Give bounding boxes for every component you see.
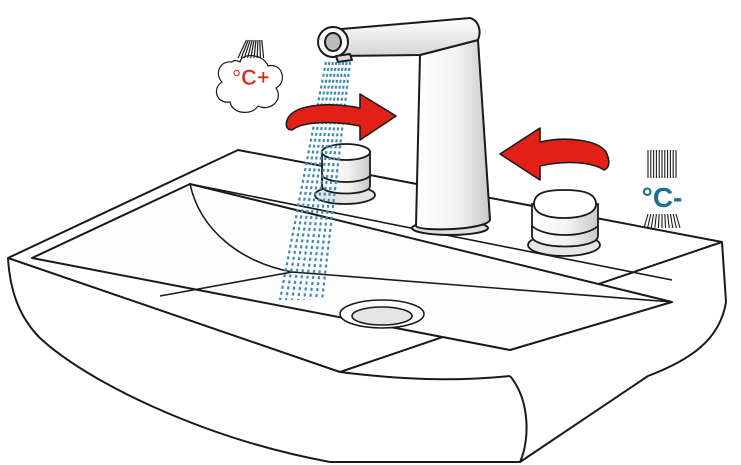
mist-line [647,213,652,229]
steam-cloud-icon [215,39,284,113]
cold-turn-arrow [499,127,610,181]
mist-line [669,213,674,229]
steam-line [247,39,253,59]
steam-line [243,39,251,59]
water-drop-line [308,61,345,301]
mist-line [675,213,681,229]
basin-front-curve [509,375,528,463]
mist-line [667,213,670,229]
cold-temp-label: °C- [642,182,683,213]
hot-indicator: °C+ [215,39,284,113]
cold-arrow-shape [499,127,610,181]
steam-line [256,39,259,59]
mist-line [672,213,677,229]
mist-line [657,213,660,229]
mist-line [650,213,655,229]
steam-line [253,39,257,59]
mist-line [654,213,657,229]
water-drop-line [296,61,338,301]
steam-line [240,39,249,59]
mist-line [664,213,667,229]
hot-turn-arrow [285,93,397,141]
water-stream [278,61,352,301]
water-drop-line [314,61,348,301]
water-drop-line [320,61,352,301]
steam-line [237,39,247,59]
hot-temp-label: °C+ [232,65,270,90]
water-drop-line [302,61,341,301]
water-drop-line [278,61,328,301]
water-drop-line [290,61,334,301]
steam-line [261,39,265,59]
cold-handle[interactable] [527,189,601,257]
cold-mist-icon [643,150,681,229]
mist-line [643,213,649,229]
water-drop-line [284,61,331,301]
steam-line [259,39,261,59]
cold-indicator: °C- [642,150,683,229]
faucet-spout [317,17,491,236]
steam-line [250,39,255,59]
hot-arrow-shape [285,93,397,141]
drain [339,299,425,329]
